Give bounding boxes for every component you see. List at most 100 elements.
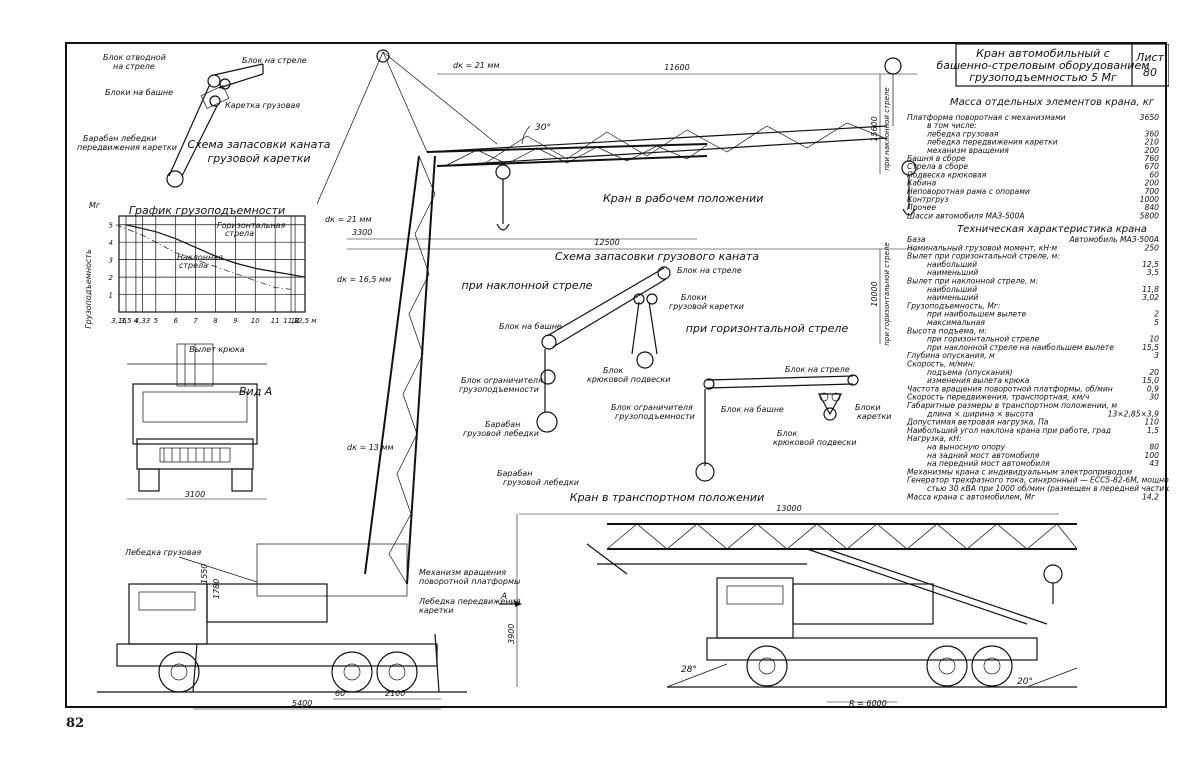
rope-16-5: dк = 16,5 мм [337,275,391,284]
mass-value-4: 200 [1145,146,1160,155]
spec-value-7: 3,02 [1142,293,1159,302]
spec-value-18: 0,9 [1147,384,1159,393]
title-line-2: башенно-стреловым оборудованием [936,59,1149,72]
chart-ylabel: Грузоподъемность [84,249,93,329]
capacity-chart: График грузоподъемности Грузоподъемность… [84,201,317,354]
cargo-rope-scheme: Схема запасовки грузового каната при нак… [459,250,891,487]
carriage-label-3: Блоки на башне [105,88,173,97]
cargo-hor-label-5: каретки [857,412,891,421]
dim-3900: 3900 [507,624,516,644]
chart-ytick-0: 1 [109,292,113,300]
spec-name-14: Глубина опускания, м [907,351,995,360]
spec-name-16: подъема (опускания) [927,368,1013,377]
mass-name-4: механизм вращения [927,146,1009,155]
view-a-label: Вид А [239,385,272,398]
chart-xtick-8: 9 [233,317,238,325]
carriage-label-6: передвижения каретки [77,143,177,152]
spec-name-12: при горизонтальной стреле [927,335,1039,344]
drawing-sheet: Кран автомобильный с башенно-стреловым о… [65,42,1169,710]
cargo-inc-label-0: Блок на стреле [677,266,742,275]
label-slewing-2: поворотной платформы [419,577,520,586]
cargo-inc-label-7: грузоподъемности [459,385,539,394]
spec-value-17: 15,0 [1142,376,1159,385]
mass-name-3: лебедка передвижения каретки [926,138,1058,147]
mass-name-8: Кабина [907,179,937,188]
label-slewing-1: Механизм вращения [419,568,506,577]
carriage-label-4: Каретка грузовая [225,101,300,110]
cargo-inc-label-1: Блоки [681,293,707,302]
chart-xtick-12: 12 [291,317,300,325]
spec-value-23: 1,5 [1147,426,1159,435]
spec-value-4: 3,5 [1147,268,1159,277]
cargo-hor-label-9: грузовой лебедки [503,478,579,487]
spec-value-3: 12,5 [1142,260,1159,269]
view-transport-label: Кран в транспортном положении [570,491,764,504]
chart-xtick-3: 4,33 [135,317,151,325]
chart-ytick-1: 2 [109,274,114,282]
spec-name-29: Генератор трехфазного тока, синхронный —… [907,476,1169,485]
dim-2100: 2100 [385,689,405,698]
label-trolley-winch-2: каретки [419,606,453,615]
spec-name-4: наименьший [927,268,978,277]
cargo-inc-label-9: грузовой лебедки [463,429,539,438]
dim-11600: 11600 [664,63,689,72]
spec-name-8: Грузоподъемность, Мг: [907,301,1000,310]
chart-y-unit: Мг [89,201,101,210]
angle-20: 20° [1017,677,1033,687]
title-block: Кран автомобильный с башенно-стреловым о… [936,44,1169,87]
spec-value-27: 43 [1149,459,1159,468]
mass-heading: Масса отдельных элементов крана, кг [950,97,1155,108]
chart-xtick-13: 12,5 м [293,317,317,325]
spec-value-25: 80 [1149,443,1159,452]
angle-30: 30° [535,123,551,133]
cargo-hor-label-0: Блок на стреле [785,365,850,374]
cargo-hor-label-3: Блок на башне [721,405,784,414]
label-winch: Лебедка грузовая [124,548,201,557]
cargo-inc-label-5: крюковой подвески [587,375,670,384]
mass-name-5: Башня в сборе [907,154,966,163]
chart-series-0 [125,224,306,278]
mass-value-5: 760 [1145,154,1160,163]
mass-name-9: Неповоротная рама с опорами [907,187,1030,196]
mass-name-11: Прочее [907,203,936,212]
spec-name-31: Масса крана с автомобилем, Мг [907,492,1036,501]
drawing-canvas: Кран автомобильный с башенно-стреловым о… [77,44,1169,710]
dim-60: 60 [335,689,345,698]
title-line-1: Кран автомобильный с [976,47,1110,60]
spec-name-22: Допустимая ветровая нагрузка, Па [906,418,1049,427]
dim-1550: 1550 [200,564,209,584]
chart-ytick-2: 3 [109,257,113,265]
chart-xtick-7: 8 [213,317,218,325]
spec-name-18: Частота вращения поворотной платформы, о… [907,384,1113,393]
mass-value-6: 670 [1145,162,1160,171]
chart-xtick-9: 10 [251,317,260,325]
spec-value-10: 5 [1154,318,1159,327]
dim-10000: 10000 [870,281,879,306]
spec-value-1: 250 [1145,243,1160,252]
chart-xtick-10: 11 [271,317,280,325]
mass-value-2: 360 [1145,129,1160,138]
spec-name-5: Вылет при наклонной стреле, м: [907,277,1038,286]
cargo-inc-label-6: Блок ограничителя [461,376,543,385]
dim-13000: 13000 [776,504,801,513]
spec-name-11: Высота подъема, м: [907,326,987,335]
spec-name-10: максимальная [927,318,985,327]
chart-series-1 [115,224,292,290]
spec-name-21: длина × ширина × высота [926,409,1034,418]
label-trolley-winch-1: Лебедка передвижения [418,597,521,606]
cargo-inc-label-8: Барабан [485,420,520,429]
carriage-scheme-title-2: грузовой каретки [207,152,310,165]
chart-xtick-6: 7 [193,317,198,325]
chart-xlabel: Вылет крюка [189,345,245,354]
chart-frame [118,215,306,313]
spec-name-19: Скорость передвижения, транспортная, км/… [907,393,1090,402]
series-label-horizontal-1: Горизонтальная [217,221,286,230]
cargo-inc-label-4: Блок [603,366,623,375]
carriage-label-0: Блок отводной [103,53,166,62]
dim-5400: 5400 [292,699,312,708]
spec-name-24: Нагрузка, кН: [907,434,962,443]
crane-working: 11600 3300 12500 15600 при наклонной стр… [97,49,917,710]
chart-xtick-11: 11,8 [283,317,299,325]
angle-28: 28° [681,665,697,675]
